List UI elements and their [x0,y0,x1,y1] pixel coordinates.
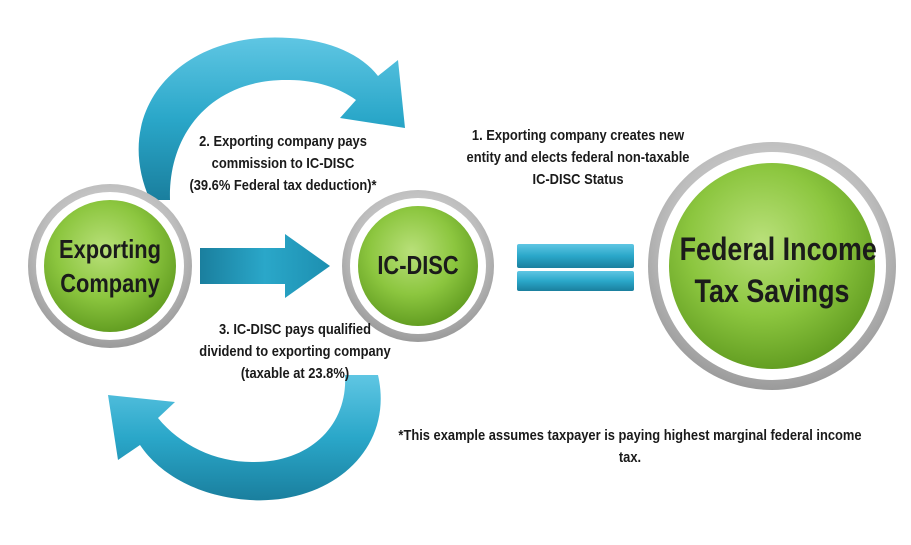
step-3-label: 3. IC-DISC pays qualified dividend to ex… [196,319,394,385]
exporting-company-line-2: Company [60,268,160,298]
step-2-line-3: (39.6% Federal tax deduction)* [189,177,377,194]
equals-sign [517,244,634,291]
exporting-company-label: Exporting Company [51,232,169,300]
step-2-label: 2. Exporting company pays commission to … [184,131,382,197]
tax-savings-line-2: Tax Savings [694,273,850,309]
tax-savings-node [648,142,896,390]
ic-disc-node [342,190,494,342]
tax-savings-label: Federal Income Tax Savings [679,228,877,312]
step-3-line-2: dividend to exporting company [199,343,391,360]
exporting-company-node [28,184,192,348]
step-2-line-1: 2. Exporting company pays [199,133,367,150]
step-3-line-1: 3. IC-DISC pays qualified [219,321,371,338]
step-3-line-3: (taxable at 23.8%) [240,365,350,382]
step-1-line-3: IC-DISC Status [532,171,624,188]
straight-arrow [200,234,330,298]
ic-disc-line-1: IC-DISC [377,250,459,280]
ic-disc-label: IC-DISC [368,248,469,282]
step-2-line-2: commission to IC-DISC [211,155,355,172]
exporting-company-line-1: Exporting [59,234,161,264]
bottom-curved-arrow [108,375,381,501]
top-curved-arrow [138,37,405,200]
step-1-line-2: entity and elects federal non-taxable [466,149,690,166]
tax-savings-line-1: Federal Income [679,231,877,267]
step-1-line-1: 1. Exporting company creates new [471,127,685,144]
footnote: *This example assumes taxpayer is paying… [398,427,862,466]
step-1-label: 1. Exporting company creates new entity … [466,125,690,191]
